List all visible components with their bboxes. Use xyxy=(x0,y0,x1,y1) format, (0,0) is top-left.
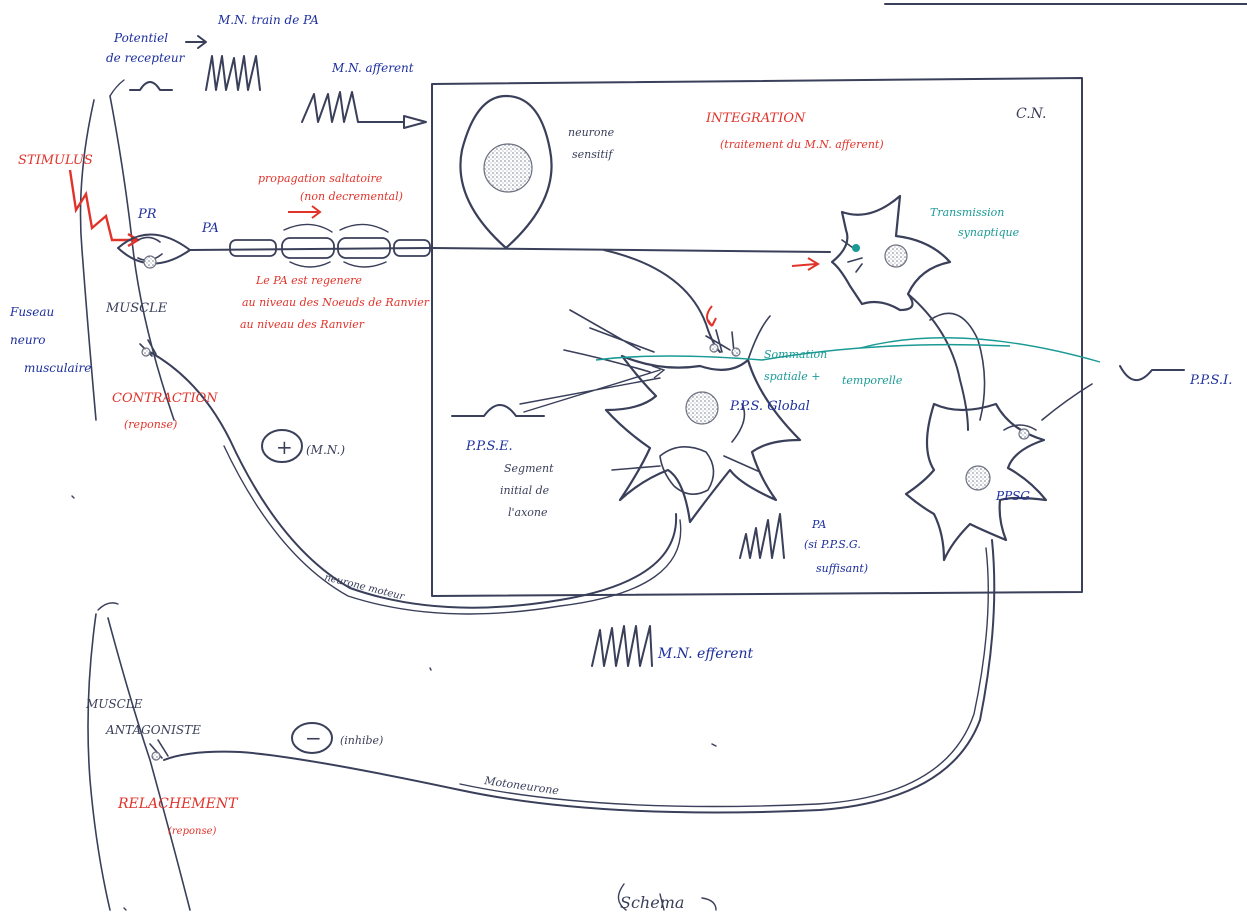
ppsi-label: P.P.S.I. xyxy=(1189,373,1232,388)
neurone-sensitif-label-2: sensitif xyxy=(572,148,614,161)
segment-label-2: initial de xyxy=(500,484,550,497)
pps-global-label: P.P.S. Global xyxy=(729,399,810,414)
pa-suffisant-label-2: (si P.P.S.G. xyxy=(804,538,861,551)
propagation-label-1: propagation saltatoire xyxy=(258,172,383,185)
propagation-arrow-icon xyxy=(288,206,320,218)
transmission-label-1: Transmission xyxy=(930,206,1004,219)
neurone-sensitif-label-1: neurone xyxy=(568,126,615,139)
pa-regenere-label-2: au niveau des Noeuds de Ranvier xyxy=(242,296,430,309)
antagonist-junction xyxy=(150,740,168,760)
pa-regenere-label-1: Le PA est regenere xyxy=(255,274,362,287)
arrow-right-icon xyxy=(404,116,426,128)
receptor-potential-wave xyxy=(130,82,172,90)
transmission-label-2: synaptique xyxy=(958,226,1020,239)
segment-label-3: l'axone xyxy=(508,506,548,519)
segment-label-1: Segment xyxy=(504,462,554,475)
minus-sign: − xyxy=(305,726,322,750)
sommation-label-1: Sommation xyxy=(764,348,827,361)
propagation-label-2: (non decremental) xyxy=(300,190,403,203)
fuseau-label-2: neuro xyxy=(10,333,46,347)
fuseau-label-3: musculaire xyxy=(24,361,91,375)
muscle-outline-antagonist xyxy=(88,614,110,910)
ipsp-wave xyxy=(1120,366,1184,380)
inhibitory-axon xyxy=(164,540,994,813)
motoneurone-label: Motoneurone xyxy=(483,774,561,798)
synaptic-terminals xyxy=(706,330,740,356)
synapse-arrow-icon xyxy=(707,306,716,326)
contraction-response-label: (reponse) xyxy=(124,418,177,431)
pa-suffisant-label-3: suffisant) xyxy=(816,562,868,575)
fuseau-label-1: Fuseau xyxy=(9,305,54,319)
motor-neuron xyxy=(564,310,800,522)
sommation-label-3: temporelle xyxy=(842,374,903,387)
spike-train-pa xyxy=(740,514,784,558)
cn-label: C.N. xyxy=(1016,106,1046,122)
pa-suffisant-label-1: PA xyxy=(811,518,826,531)
contraction-label: CONTRACTION xyxy=(112,391,218,406)
stimulus-arrow xyxy=(70,170,136,240)
axon-to-interneuron xyxy=(432,248,830,252)
neurone-moteur-label: neurone moteur xyxy=(323,572,406,603)
muscle-antagoniste-label-1: MUSCLE xyxy=(85,697,143,711)
potentiel-label-1: Potentiel xyxy=(113,31,168,45)
ppsg-right-label: PPSG xyxy=(995,489,1030,503)
spike-train-top xyxy=(206,56,260,90)
minus-note: (inhibe) xyxy=(340,734,383,747)
pa-regenere-label-3: au niveau des Ranvier xyxy=(240,318,365,331)
stimulus-label: STIMULUS xyxy=(18,153,93,168)
afferent-axon xyxy=(190,206,432,267)
inhibitory-neuron xyxy=(906,384,1092,560)
arrow-icon xyxy=(186,36,206,48)
mn-afferent-top-label: M.N. afferent xyxy=(331,61,414,75)
spike-train-afferent xyxy=(302,92,426,128)
plus-note: (M.N.) xyxy=(306,443,345,457)
axon-branch xyxy=(604,250,720,352)
muscle-label: MUSCLE xyxy=(105,301,168,316)
pr-label: PR xyxy=(137,207,157,222)
integration-label: INTEGRATION xyxy=(705,111,806,126)
transmission-arrow-icon xyxy=(792,258,818,270)
sommation-label-2: spatiale + xyxy=(764,370,820,383)
potentiel-label-2: de recepteur xyxy=(106,51,186,65)
sensory-neuron-body xyxy=(460,96,551,248)
pa-axon-label: PA xyxy=(201,221,219,236)
relachement-response-label: (reponse) xyxy=(168,826,217,837)
muscle-antagoniste-label-2: ANTAGONISTE xyxy=(105,723,201,737)
ppse-label: P.P.S.E. xyxy=(465,439,513,454)
plus-sign: + xyxy=(276,435,293,459)
potentiel-label-group: Potentiel de recepteur xyxy=(106,31,186,65)
bottom-note: Schema xyxy=(620,893,684,912)
spike-train-efferent xyxy=(592,626,652,666)
muscle-spindle xyxy=(118,234,190,268)
mn-efferent-label: M.N. efferent xyxy=(657,646,754,662)
nucleus xyxy=(484,144,532,192)
mn-train-label: M.N. train de PA xyxy=(217,13,319,27)
integration-note: (traitement du M.N. afferent) xyxy=(720,138,884,151)
relachement-label: RELACHEMENT xyxy=(117,796,239,812)
